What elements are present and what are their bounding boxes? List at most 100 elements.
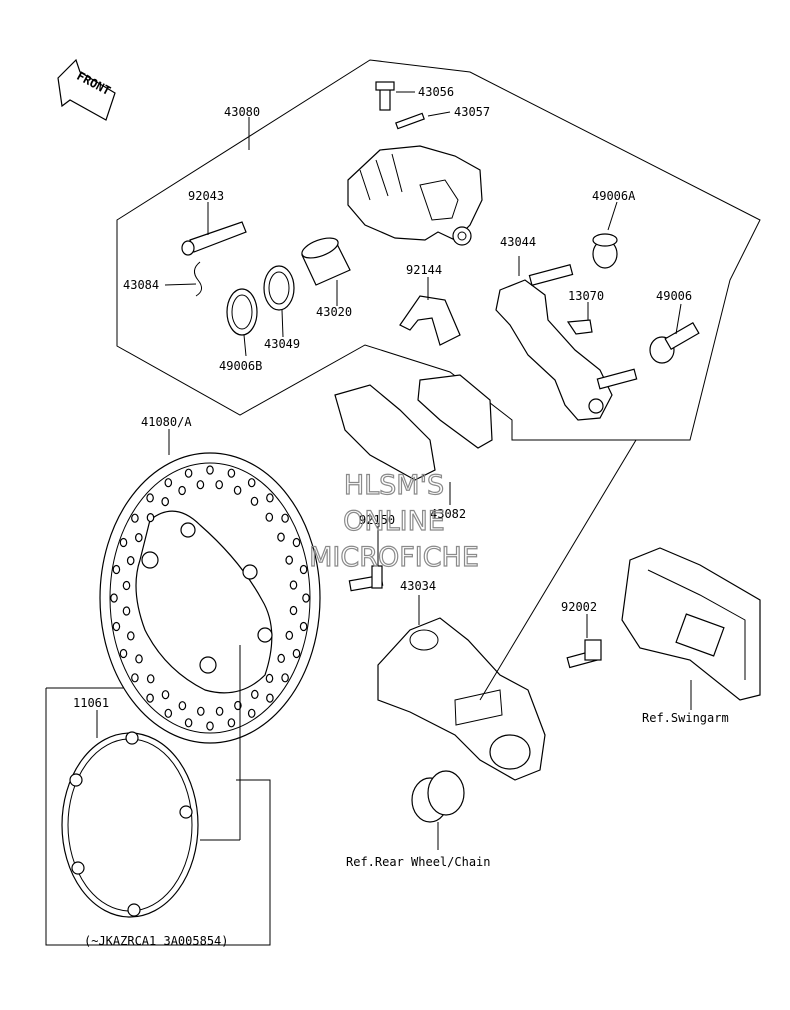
- disc-hole: [227, 468, 236, 478]
- disc-hole: [277, 653, 286, 664]
- watermark: HLSM'S ONLINE MICROFICHE: [308, 469, 479, 573]
- disc-hole: [131, 513, 139, 523]
- label-92043: 92043: [188, 189, 224, 203]
- boot-upper: [592, 233, 618, 269]
- pad-spring: [399, 295, 461, 346]
- disc-hole: [178, 485, 186, 496]
- disc-hole: [135, 654, 143, 664]
- disc-hole: [164, 708, 173, 718]
- caliper-mount-bracket: [377, 617, 546, 781]
- disc-hole: [233, 485, 242, 495]
- label-49006B: 49006B: [219, 359, 262, 373]
- disc-hole: [122, 580, 131, 591]
- label-43082: 43082: [430, 507, 466, 521]
- leader-lines: [96, 91, 692, 850]
- disc-hole: [250, 496, 259, 506]
- label-43056: 43056: [418, 85, 454, 99]
- label-43049: 43049: [264, 337, 300, 351]
- disc-gasket: [61, 731, 199, 918]
- watermark-line2: ONLINE: [343, 506, 445, 537]
- disc-hole: [266, 493, 274, 503]
- disc-hole: [206, 465, 214, 475]
- disc-hole: [146, 512, 155, 523]
- disc-hole: [215, 706, 224, 716]
- label-ref-swingarm: Ref.Swingarm: [642, 711, 729, 725]
- disc-hole: [299, 564, 308, 575]
- disc-hole: [127, 631, 135, 641]
- disc-hole: [184, 468, 193, 478]
- bleeder-cap: [395, 112, 425, 130]
- disc-hole: [164, 478, 173, 488]
- disc-hole: [265, 673, 274, 684]
- label-ref-rear-wheel: Ref.Rear Wheel/Chain: [346, 855, 491, 869]
- label-13070: 13070: [568, 289, 604, 303]
- label-49006: 49006: [656, 289, 692, 303]
- disc-hole: [126, 555, 135, 566]
- disc-hole: [206, 721, 214, 731]
- disc-hole: [197, 706, 205, 716]
- front-arrow-icon: FRONT: [57, 58, 116, 121]
- label-43084: 43084: [123, 278, 159, 292]
- label-43057: 43057: [454, 105, 490, 119]
- disc-hole: [119, 537, 128, 548]
- serial-note: (~JKAZRCA1 3A005854): [84, 934, 229, 948]
- caliper-body: [347, 145, 483, 246]
- disc-hole: [161, 690, 170, 700]
- disc-hole: [110, 593, 118, 603]
- disc-hole: [112, 621, 121, 632]
- brake-disc: [99, 452, 321, 744]
- disc-hole: [292, 648, 301, 659]
- label-43034: 43034: [400, 579, 436, 593]
- caliper-assembly-outline: [116, 59, 761, 441]
- disc-hole: [299, 621, 308, 632]
- label-43020: 43020: [316, 305, 352, 319]
- disc-hole: [285, 555, 294, 565]
- disc-hole: [251, 689, 259, 700]
- label-92144: 92144: [406, 263, 442, 277]
- label-11061: 11061: [73, 696, 109, 710]
- disc-hole: [285, 630, 294, 641]
- disc-hole: [247, 708, 256, 718]
- disc-hole: [227, 718, 236, 728]
- watermark-line3: MICROFICHE: [309, 542, 479, 573]
- disc-hole: [266, 693, 274, 703]
- disc-hole: [302, 593, 310, 603]
- disc-hole: [146, 493, 154, 503]
- label-43080: 43080: [224, 105, 260, 119]
- disc-hole: [131, 673, 139, 683]
- brake-pads: [334, 374, 493, 481]
- pad-retainer: [566, 319, 593, 335]
- disc-hole: [215, 480, 224, 490]
- disc-hole: [119, 648, 128, 659]
- disc-hole: [112, 564, 121, 575]
- bleeder-valve: [375, 81, 395, 111]
- boot-lower: [649, 321, 700, 364]
- swingarm: [621, 547, 761, 701]
- label-92002: 92002: [561, 600, 597, 614]
- disc-hole: [277, 532, 285, 542]
- disc-hole: [289, 605, 298, 616]
- disc-hole: [292, 537, 301, 548]
- disc-hole: [135, 532, 143, 543]
- disc-hole: [281, 513, 289, 523]
- piston: [301, 237, 351, 286]
- disc-hole: [178, 701, 187, 711]
- disc-hole: [146, 674, 155, 684]
- disc-hole: [161, 497, 170, 507]
- caliper-bracket: [495, 264, 638, 421]
- rotor-detail-outline: [45, 688, 271, 946]
- disc-hole: [247, 478, 256, 488]
- disc-hole: [265, 512, 274, 522]
- disc-hole: [196, 480, 205, 490]
- label-41080a: 41080/A: [141, 415, 192, 429]
- disc-bolt: [348, 565, 384, 592]
- disc-hole: [289, 580, 298, 590]
- dust-seal: [226, 288, 258, 336]
- label-92150: 92150: [359, 513, 395, 527]
- label-49006A: 49006A: [592, 189, 636, 203]
- disc-hole: [184, 718, 193, 728]
- disc-hole: [122, 606, 131, 616]
- bracket-bolt: [566, 639, 602, 669]
